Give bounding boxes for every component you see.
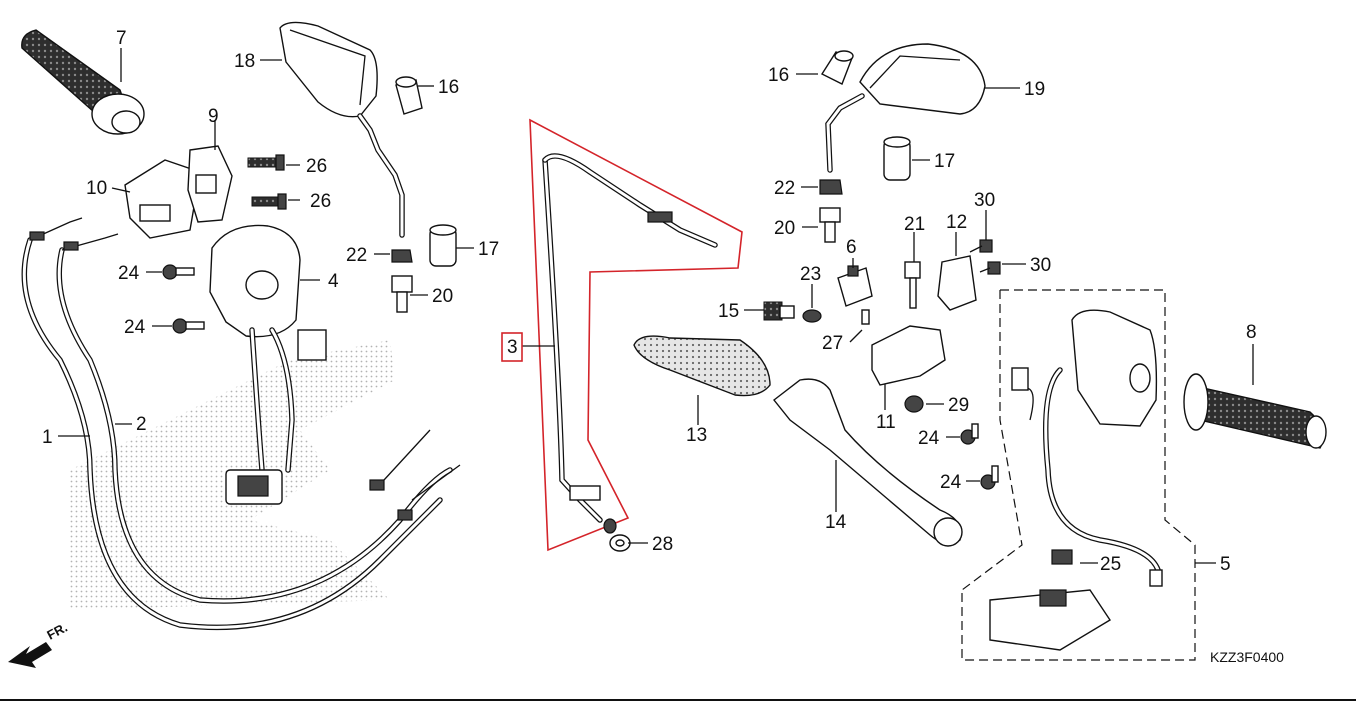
left-small-parts — [391, 76, 457, 313]
callout-13: 13 — [686, 425, 707, 446]
callout-23: 23 — [800, 264, 821, 285]
callout-24-a: 24 — [118, 263, 140, 284]
callout-24-c: 24 — [918, 428, 940, 449]
diagram-code: KZZ3F0400 — [1210, 649, 1284, 665]
left-handlebar-switch — [209, 224, 327, 505]
callout-18: 18 — [234, 51, 255, 72]
callout-25: 25 — [1100, 554, 1121, 575]
callout-8: 8 — [1246, 322, 1257, 343]
callout-10: 10 — [86, 178, 107, 199]
bolt-parts-24-left — [162, 264, 205, 334]
callout-30-b: 30 — [1030, 255, 1051, 276]
front-direction-arrow — [8, 642, 52, 668]
callout-27: 27 — [822, 333, 843, 354]
callout-26-b: 26 — [310, 191, 331, 212]
front-direction-label: FR. — [44, 620, 70, 643]
throttle-cables — [21, 217, 461, 631]
callout-29: 29 — [948, 395, 969, 416]
callout-3-box — [501, 332, 523, 362]
right-mirror-part — [825, 43, 986, 173]
callout-30-a: 30 — [974, 190, 995, 211]
callout-6: 6 — [846, 237, 857, 258]
callout-15: 15 — [718, 301, 739, 322]
callout-2: 2 — [136, 414, 147, 435]
callout-12: 12 — [946, 212, 967, 233]
left-mirror-part — [279, 21, 405, 238]
switch-housing-halves — [124, 145, 233, 239]
bolt-parts-24-right — [960, 423, 999, 490]
callout-4: 4 — [328, 271, 339, 292]
clutch-lever-part — [773, 378, 963, 547]
callout-28: 28 — [652, 534, 673, 555]
right-small-parts — [819, 50, 911, 243]
callout-24-b: 24 — [124, 317, 146, 338]
clutch-cable-highlight — [529, 118, 743, 552]
callout-1: 1 — [42, 427, 53, 448]
callout-21: 21 — [904, 214, 925, 235]
callout-17-left: 17 — [478, 239, 499, 260]
callout-22-right: 22 — [774, 178, 795, 199]
callout-19: 19 — [1024, 79, 1045, 100]
lever-cover-part — [633, 335, 771, 397]
callout-22-left: 22 — [346, 245, 367, 266]
callout-11: 11 — [876, 412, 896, 433]
throttle-grip-part — [21, 29, 145, 135]
callout-labels: 1 2 3 4 5 6 7 8 9 10 11 12 13 14 15 16 1… — [42, 28, 1257, 575]
callout-3: 3 — [507, 337, 518, 358]
callout-20-left: 20 — [432, 286, 453, 307]
callout-26-a: 26 — [306, 156, 327, 177]
callout-17-right: 17 — [934, 151, 955, 172]
callout-16-left: 16 — [438, 77, 459, 98]
screw-parts-26 — [247, 154, 287, 210]
right-switch-assembly — [961, 289, 1196, 661]
callout-16-right: 16 — [768, 65, 789, 86]
right-grip-part — [1183, 373, 1327, 449]
clamp-parts — [871, 239, 1001, 413]
callout-24-d: 24 — [940, 472, 962, 493]
nut-part-28 — [609, 534, 631, 552]
lever-pivot-parts — [763, 265, 873, 325]
leader-lines — [58, 48, 1254, 564]
callout-14: 14 — [825, 512, 847, 533]
callout-5: 5 — [1220, 554, 1231, 575]
callout-7: 7 — [116, 28, 127, 49]
callout-20-right: 20 — [774, 218, 795, 239]
callout-9: 9 — [208, 106, 219, 127]
